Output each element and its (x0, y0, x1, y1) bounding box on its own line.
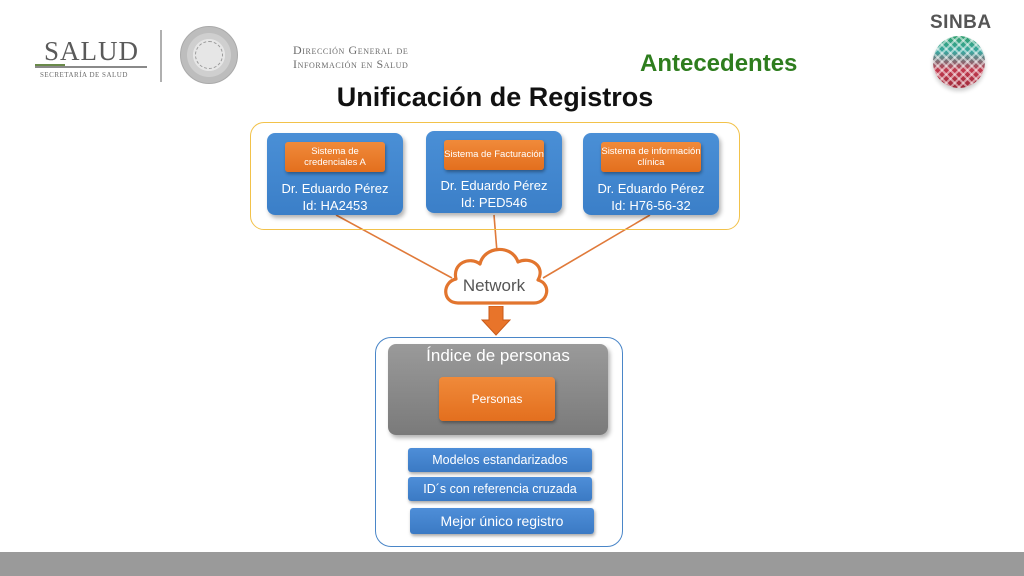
sinba-globe-icon (933, 36, 985, 88)
eagle-seal-icon (180, 26, 238, 84)
page-title: Unificación de Registros (336, 82, 654, 112)
salud-logo-rule (35, 66, 147, 68)
feature-standard-models: Modelos estandarizados (408, 448, 592, 472)
sinba-logo: SINBA (930, 12, 992, 33)
personas-entity: Personas (439, 377, 555, 421)
connector-system-1 (335, 214, 453, 279)
salud-logo: SALUD (44, 36, 140, 66)
system-tag: Sistema de información clínica (601, 142, 701, 172)
source-systems-group (250, 122, 740, 230)
section-heading: Antecedentes (640, 50, 798, 77)
person-name: Dr. Eduardo Pérez (440, 178, 548, 193)
dgis-name-line1: Dirección General de (293, 43, 409, 57)
person-id: Id: HA2453 (302, 198, 368, 213)
dgis-name-line2: Información en Salud (293, 57, 409, 71)
salud-logo-accent (35, 64, 65, 66)
down-arrow-icon (481, 306, 511, 336)
feature-cross-reference-ids: ID´s con referencia cruzada (408, 477, 592, 501)
system-card-facturacion: Sistema de Facturación Dr. Eduardo Pérez… (426, 131, 562, 213)
person-index-title: Índice de personas (426, 346, 570, 365)
feature-best-single-record: Mejor único registro (410, 508, 594, 534)
salud-subtitle: SECRETARÍA DE SALUD (40, 71, 128, 79)
system-card-credenciales: Sistema de credenciales A Dr. Eduardo Pé… (267, 133, 403, 215)
person-id: Id: PED546 (460, 195, 528, 210)
logo-divider (160, 30, 162, 82)
person-index-group (375, 337, 623, 547)
connector-system-2 (493, 214, 498, 253)
system-tag: Sistema de credenciales A (285, 142, 385, 172)
system-card-clinica: Sistema de información clínica Dr. Eduar… (583, 133, 719, 215)
person-id: Id: H76-56-32 (611, 198, 691, 213)
connector-system-3 (542, 214, 651, 279)
system-tag: Sistema de Facturación (444, 140, 544, 170)
cloud-icon (444, 247, 549, 305)
person-name: Dr. Eduardo Pérez (281, 181, 389, 196)
footer-bar (0, 552, 1024, 576)
person-name: Dr. Eduardo Pérez (597, 181, 705, 196)
network-label: Network (462, 276, 526, 295)
